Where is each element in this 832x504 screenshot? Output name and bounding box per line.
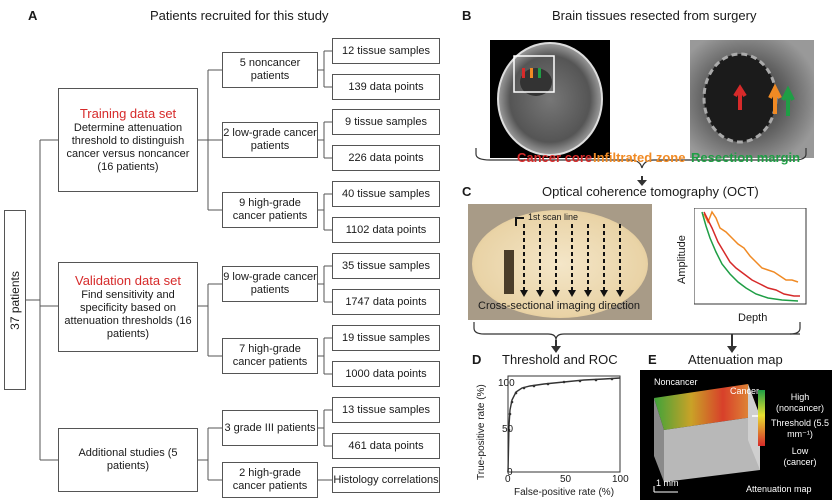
samples-box: 9 tissue samples bbox=[332, 109, 440, 135]
points-label: 1747 data points bbox=[345, 295, 427, 308]
points-label: 1000 data points bbox=[345, 367, 427, 380]
group-label: 2 high-grade cancer patients bbox=[232, 467, 308, 492]
group-label: 7 high-grade cancer patients bbox=[232, 343, 308, 368]
panel-a-letter: A bbox=[28, 8, 38, 23]
scale-bar-label: 1 mm bbox=[656, 478, 679, 488]
group-noncancer: 5 noncancer patients bbox=[222, 52, 318, 88]
panel-a-title: Patients recruited for this study bbox=[150, 8, 329, 23]
panel-e-title: Attenuation map bbox=[688, 352, 783, 367]
additional-box: Additional studies (5 patients) bbox=[58, 428, 198, 492]
histology-box: Histology correlations bbox=[332, 467, 440, 493]
samples-box: 13 tissue samples bbox=[332, 397, 440, 423]
panel-b-title: Brain tissues resected from surgery bbox=[552, 8, 757, 23]
panel-d-title: Threshold and ROC bbox=[502, 352, 618, 367]
points-box: 1102 data points bbox=[332, 217, 440, 243]
oct-tissue-photo bbox=[468, 204, 652, 320]
margin-curve bbox=[701, 211, 799, 302]
group-label: 5 noncancer patients bbox=[239, 57, 301, 82]
legend-resection-margin: Resection margin bbox=[691, 150, 801, 165]
samples-label: 12 tissue samples bbox=[341, 44, 431, 57]
core-curve bbox=[703, 211, 800, 297]
cancer-label: Cancer bbox=[730, 386, 760, 396]
roc-xtick-50: 50 bbox=[560, 474, 572, 485]
panel-b-letter: B bbox=[462, 8, 472, 23]
attenuation-map-image bbox=[640, 370, 832, 500]
noncancer-label: Noncancer bbox=[654, 377, 698, 387]
roc-plot bbox=[507, 375, 621, 473]
points-label: 1102 data points bbox=[345, 223, 427, 236]
low-label: Low (cancer) bbox=[783, 446, 817, 467]
amplitude-plot bbox=[694, 208, 807, 305]
points-box: 461 data points bbox=[332, 433, 440, 459]
imaging-direction-label: Cross-sectional imaging direction bbox=[478, 300, 641, 312]
panel-a-connectors bbox=[26, 50, 332, 481]
histology-label: Histology correlations bbox=[333, 473, 439, 486]
roc-curve bbox=[507, 377, 621, 473]
group-lowgrade-validation: 9 low-grade cancer patients bbox=[222, 266, 318, 302]
points-label: 226 data points bbox=[348, 151, 424, 164]
group-lowgrade-training: 2 low-grade cancer patients bbox=[222, 122, 318, 158]
infiltrated-curve bbox=[703, 210, 799, 283]
samples-label: 35 tissue samples bbox=[341, 259, 431, 272]
brain-mri-images bbox=[490, 40, 814, 158]
samples-label: 40 tissue samples bbox=[341, 187, 431, 200]
group-highgrade-additional: 2 high-grade cancer patients bbox=[222, 462, 318, 498]
legend-infiltrated-zone: Infiltrated zone bbox=[593, 150, 686, 165]
samples-box: 40 tissue samples bbox=[332, 181, 440, 207]
threshold-label: Threshold (5.5 mm⁻¹) bbox=[770, 418, 830, 439]
samples-box: 12 tissue samples bbox=[332, 38, 440, 64]
root-label: 37 patients bbox=[7, 270, 22, 330]
panel-c-title: Optical coherence tomography (OCT) bbox=[542, 184, 759, 199]
samples-label: 19 tissue samples bbox=[341, 331, 431, 344]
points-box: 1000 data points bbox=[332, 361, 440, 387]
panel-b-bracket bbox=[475, 148, 807, 186]
samples-box: 35 tissue samples bbox=[332, 253, 440, 279]
group-highgrade-training: 9 high-grade cancer patients bbox=[222, 192, 318, 228]
validation-title: Validation data set bbox=[75, 272, 181, 288]
additional-body: Additional studies (5 patients) bbox=[78, 447, 178, 472]
amplitude-ylabel: Amplitude bbox=[676, 235, 688, 284]
samples-box: 19 tissue samples bbox=[332, 325, 440, 351]
roc-ylabel: True-positive rate (%) bbox=[476, 384, 487, 480]
validation-box: Validation data set Find sensitivity and… bbox=[58, 262, 198, 352]
training-box: Training data set Determine attenuation … bbox=[58, 88, 198, 192]
panel-c-letter: C bbox=[462, 184, 472, 199]
depth-xlabel: Depth bbox=[738, 312, 768, 324]
points-box: 226 data points bbox=[332, 145, 440, 171]
roc-ytick-50: 50 bbox=[502, 424, 514, 435]
samples-label: 13 tissue samples bbox=[341, 403, 431, 416]
group-label: 9 high-grade cancer patients bbox=[232, 197, 308, 222]
high-label: High (noncancer) bbox=[775, 392, 825, 413]
training-title: Training data set bbox=[79, 105, 177, 121]
points-label: 139 data points bbox=[348, 80, 424, 93]
panel-d-letter: D bbox=[472, 352, 482, 367]
root-box: 37 patients bbox=[4, 210, 26, 390]
roc-xtick-0: 0 bbox=[505, 474, 511, 485]
training-body: Determine attenuation threshold to disti… bbox=[66, 121, 190, 173]
roc-xlabel: False-positive rate (%) bbox=[514, 487, 615, 498]
map-label: Attenuation map bbox=[746, 484, 812, 494]
group-label: 9 low-grade cancer patients bbox=[223, 271, 317, 296]
panel-c-bracket bbox=[473, 322, 801, 353]
legend-cancer-core: Cancer core bbox=[517, 150, 593, 165]
group-label: 3 grade III patients bbox=[224, 421, 316, 434]
roc-ytick-100: 100 bbox=[498, 378, 515, 389]
points-box: 139 data points bbox=[332, 74, 440, 100]
samples-label: 9 tissue samples bbox=[345, 115, 427, 128]
points-label: 461 data points bbox=[348, 439, 424, 452]
roc-xtick-100: 100 bbox=[612, 474, 629, 485]
scan-line-label: 1st scan line bbox=[528, 212, 579, 222]
group-highgrade-validation: 7 high-grade cancer patients bbox=[222, 338, 318, 374]
group-grade-iii: 3 grade III patients bbox=[222, 410, 318, 446]
panel-e-letter: E bbox=[648, 352, 657, 367]
group-label: 2 low-grade cancer patients bbox=[223, 127, 317, 152]
roc-ytick-0: 0 bbox=[507, 467, 513, 478]
points-box: 1747 data points bbox=[332, 289, 440, 315]
validation-body: Find sensitivity and specificity based o… bbox=[64, 288, 192, 340]
